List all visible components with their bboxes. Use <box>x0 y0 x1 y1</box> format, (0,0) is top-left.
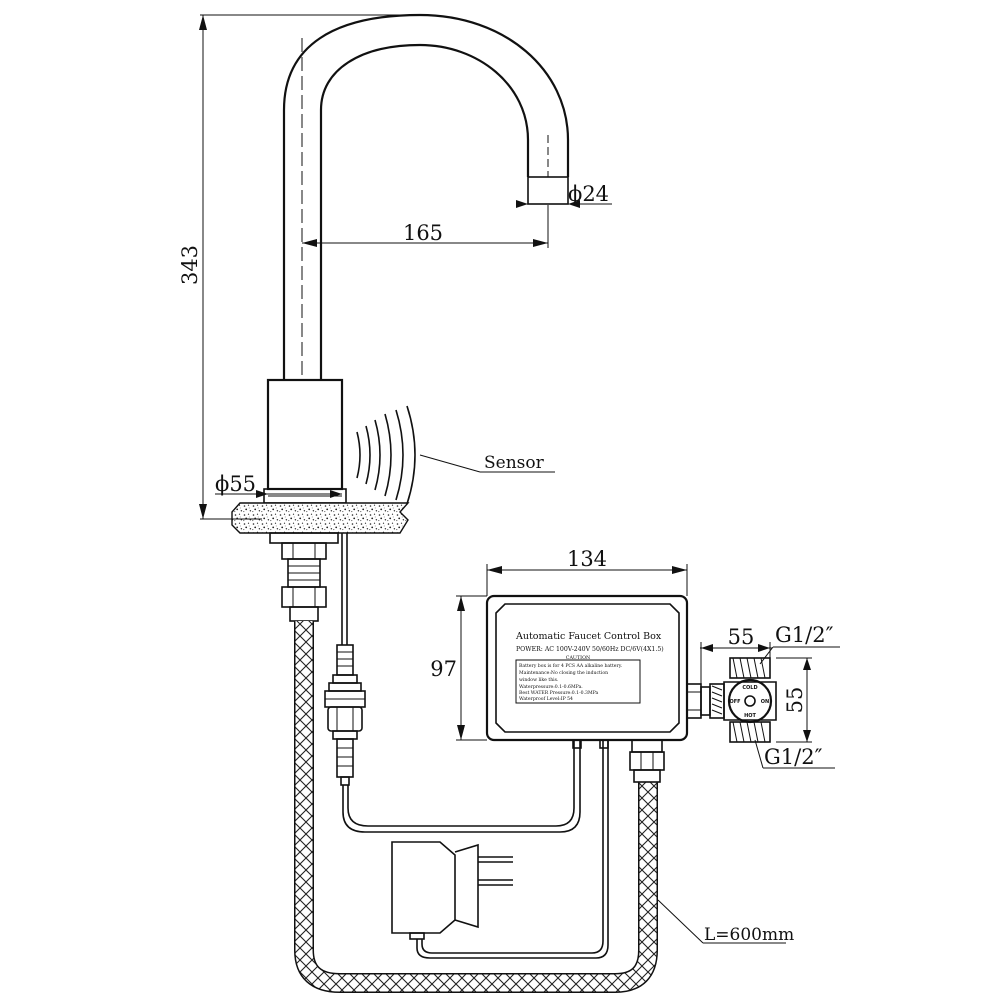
dimension-valve-width <box>700 642 772 686</box>
valve-outlet-nut <box>629 751 665 783</box>
thread-bottom-label: G1/2″ <box>764 745 823 769</box>
dimension-outlet <box>516 200 612 208</box>
valve-marking-left: OFF <box>729 699 740 705</box>
dimension-base <box>215 490 342 498</box>
control-box-caution-line: Maintenance:No closing the induction <box>519 670 608 676</box>
dimension-box-height <box>456 595 487 741</box>
hose-length-label: L=600mm <box>704 925 794 945</box>
dimension-box-width-value: 134 <box>567 547 607 571</box>
hose-length-callout <box>657 899 786 944</box>
control-box-caution-line: Waterproof Level:IP 54 <box>519 696 573 702</box>
sensor-label: Sensor <box>484 453 545 473</box>
dimension-box-height-value: 97 <box>430 657 457 681</box>
dimension-height <box>199 14 420 520</box>
dimension-valve-width-value: 55 <box>728 625 755 649</box>
countertop <box>231 502 410 534</box>
dimension-reach-value: 165 <box>403 221 443 245</box>
faucet-body <box>263 378 347 504</box>
dimension-valve-height <box>776 657 812 743</box>
sensor-waves <box>356 405 416 505</box>
power-adapter <box>391 841 513 940</box>
sensor-leader-line <box>419 454 481 473</box>
control-box-caution-line: Battery box is for 4 PCS AA alkaline bat… <box>519 663 623 669</box>
valve-marking-top: COLD <box>742 685 757 691</box>
control-box-caution-line: window like this. <box>519 677 559 683</box>
control-box-caution-heading: CAUTION <box>566 655 590 661</box>
dimension-box-width <box>486 564 688 596</box>
power-cable <box>416 740 609 959</box>
dimension-height-value: 343 <box>178 245 202 285</box>
control-box-caution-line: Best WATER Pressure:0.1-0.3MPa <box>519 690 599 696</box>
dimension-base-value: ϕ55 <box>215 472 256 496</box>
valve-marking-bottom: HOT <box>744 713 756 719</box>
braided-hose <box>294 621 658 993</box>
dimension-outlet-value: ϕ24 <box>568 182 609 206</box>
thread-callout-bottom <box>754 739 835 769</box>
thread-top-label: G1/2″ <box>775 623 834 647</box>
thread-callout-top <box>759 646 840 665</box>
mixing-valve <box>700 657 777 743</box>
mounting-shank <box>269 532 339 622</box>
control-box <box>485 594 702 753</box>
control-box-power: POWER: AC 100V-240V 50/60Hz DC/6V(4X1.5) <box>516 646 664 653</box>
faucet-spout <box>282 13 570 380</box>
valve-marking-right: ON <box>761 699 769 705</box>
control-box-caution-line: Waterpressure:0.1-0.6MPa. <box>519 684 583 690</box>
sensor-cable <box>324 533 581 833</box>
dimension-valve-height-value: 55 <box>783 687 807 714</box>
dimension-reach <box>302 205 549 248</box>
control-box-title: Automatic Faucet Control Box <box>515 631 662 642</box>
